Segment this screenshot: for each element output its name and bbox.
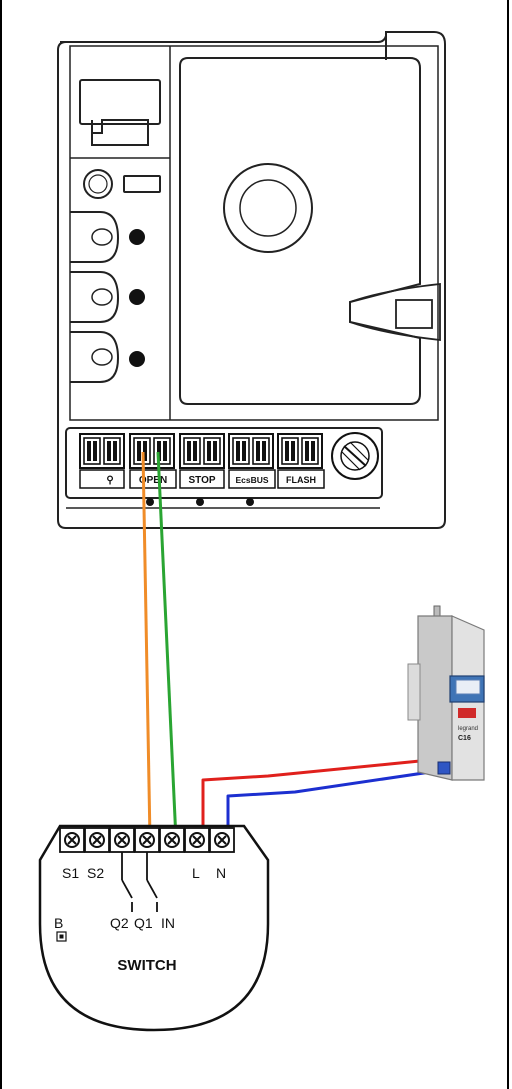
- red-wire: [201, 758, 431, 840]
- output-label-in: IN: [161, 915, 175, 931]
- label-box-ecsbus: [228, 469, 276, 489]
- screw-terminal-1: [84, 827, 110, 853]
- terminal-label-n: N: [216, 865, 226, 881]
- display-window: [79, 79, 161, 125]
- terminal-strip: [65, 427, 383, 499]
- breaker-body-side: [417, 615, 453, 781]
- terminal-dot-2: [196, 498, 204, 506]
- switch-terminal-labels: S1 S2 L N Q2 Q1 IN B: [54, 865, 226, 931]
- terminal-label-ecsbus: EcsBUS: [235, 475, 268, 485]
- terminal-label-s2: S2: [87, 865, 104, 881]
- terminal-label-s1: S1: [62, 865, 79, 881]
- button-label-b: B: [54, 915, 63, 931]
- switch-module: S1 S2 L N Q2 Q1 IN B SWITCH: [38, 824, 270, 1032]
- controller-board: [57, 31, 446, 529]
- orange-wire: [141, 451, 152, 841]
- led-1: [129, 229, 145, 245]
- switch-title: SWITCH: [117, 957, 176, 974]
- screw-terminal-6: [209, 827, 235, 853]
- screw-terminal-3: [134, 827, 160, 853]
- circuit-breaker: legrand C16: [407, 605, 485, 781]
- latch: [349, 282, 441, 342]
- screw-terminal-5: [184, 827, 210, 853]
- switch-module-outline: [38, 824, 270, 1032]
- controller-terminal-labels: ⚲ OPEN STOP EcsBUS FLASH: [79, 469, 325, 489]
- controller-terminal-blocks: [79, 433, 323, 469]
- label-box-0: [79, 469, 125, 489]
- led-3: [129, 351, 145, 367]
- controller-terminal-2: [179, 433, 225, 469]
- cover-dial-inner: [239, 179, 297, 237]
- controller-terminal-1: [129, 433, 175, 469]
- status-leds: [129, 229, 145, 367]
- label-box-stop: [179, 469, 225, 489]
- button-tab-1: [70, 211, 120, 263]
- breaker-mount: [407, 663, 421, 721]
- antenna-icon: ⚲: [106, 475, 113, 486]
- controller-terminal-4: [277, 433, 323, 469]
- terminal-label-open: OPEN: [139, 475, 167, 486]
- terminal-label-l: L: [192, 865, 200, 881]
- output-label-q1: Q1: [134, 915, 153, 931]
- terminal-label-flash: FLASH: [286, 475, 316, 485]
- screw-terminal-2: [109, 827, 135, 853]
- terminal-dot-1: [146, 498, 154, 506]
- knob-icon: [83, 169, 113, 199]
- relay-symbols: [121, 852, 158, 912]
- terminal-label-stop: STOP: [188, 475, 215, 486]
- output-label-q2: Q2: [110, 915, 129, 931]
- cover-dial: [223, 163, 313, 253]
- blue-wire: [226, 768, 445, 840]
- terminal-dot-3: [246, 498, 254, 506]
- label-box-open: [129, 469, 177, 489]
- latch-slot: [395, 299, 433, 329]
- green-wire: [156, 451, 178, 841]
- switch-terminal-row: [59, 827, 235, 853]
- led-slot: [91, 119, 149, 146]
- breaker-brand: legrand: [458, 726, 478, 732]
- button-tab-3: [70, 331, 120, 383]
- small-slot: [123, 175, 161, 193]
- breaker-toggle-cap: [455, 679, 481, 695]
- button-tab-2: [70, 271, 120, 323]
- breaker-screw-terminal: [437, 761, 451, 775]
- controller-terminal-3: [228, 433, 274, 469]
- wires: [141, 451, 445, 841]
- led-2: [129, 289, 145, 305]
- knob-inner: [88, 174, 108, 194]
- breaker-rating: C16: [458, 735, 471, 742]
- controller-inner-panel: [69, 45, 439, 421]
- terminal-dots: [146, 498, 254, 506]
- main-cover: [179, 57, 421, 405]
- label-box-flash: [277, 469, 325, 489]
- breaker-trip-indicator: [458, 708, 476, 718]
- controller-terminal-0: [79, 433, 125, 469]
- screw-terminal-0: [59, 827, 85, 853]
- b-button-dot: [59, 934, 64, 939]
- screw-terminal-4: [159, 827, 185, 853]
- fuse-icon: [331, 432, 379, 480]
